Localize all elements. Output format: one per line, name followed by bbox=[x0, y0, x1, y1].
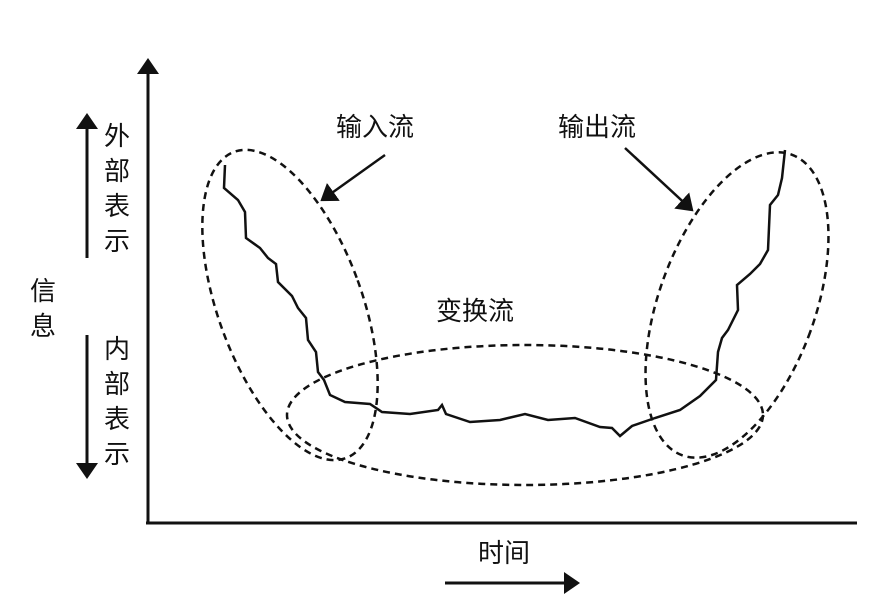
external-representation-label: 外 部 表 示 bbox=[104, 122, 130, 257]
external-char: 外 bbox=[104, 122, 130, 152]
internal-char: 示 bbox=[104, 440, 130, 470]
output-flow-arrow bbox=[624, 147, 694, 212]
transform-flow-ellipse bbox=[285, 343, 765, 487]
internal-char: 部 bbox=[104, 370, 130, 400]
internal-representation-label: 内 部 表 示 bbox=[104, 335, 130, 470]
external-char: 部 bbox=[104, 157, 130, 187]
internal-char: 表 bbox=[104, 405, 130, 435]
internal-char: 内 bbox=[104, 335, 130, 365]
transform-flow-label: 变换流 bbox=[436, 297, 514, 327]
input-flow-label: 输入流 bbox=[336, 113, 414, 143]
information-label: 信 息 bbox=[30, 277, 56, 342]
input-flow-ellipse bbox=[201, 148, 379, 462]
output-flow-label: 输出流 bbox=[558, 113, 636, 143]
information-char: 息 bbox=[30, 312, 56, 342]
information-char: 信 bbox=[30, 277, 56, 307]
external-char: 示 bbox=[104, 227, 130, 257]
time-label: 时间 bbox=[478, 539, 530, 569]
input-flow-arrow bbox=[320, 153, 386, 202]
external-char: 表 bbox=[104, 192, 130, 222]
information-curve bbox=[222, 149, 787, 438]
output-flow-ellipse bbox=[644, 151, 830, 459]
